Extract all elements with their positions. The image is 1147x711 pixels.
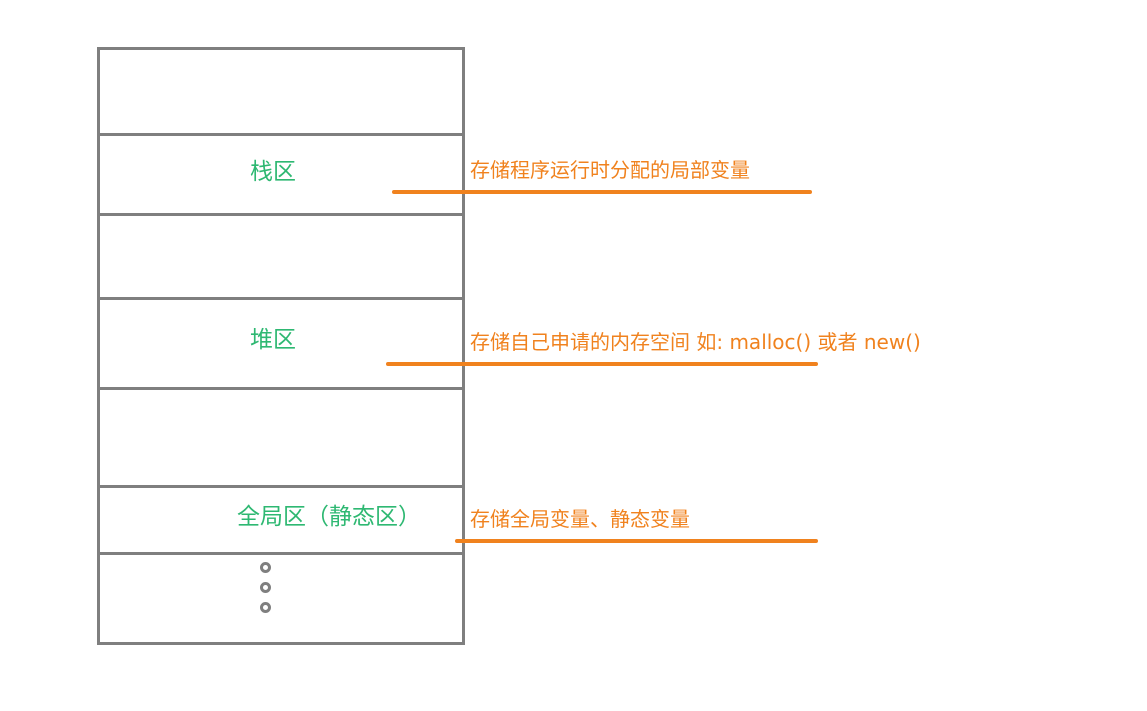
- ellipsis-dot: [260, 562, 271, 573]
- leader-line-heap: [386, 362, 818, 366]
- ellipsis-dot: [260, 602, 271, 613]
- region-label-stack: 栈区: [250, 159, 296, 185]
- region-divider-6: [97, 552, 465, 555]
- region-label-heap: 堆区: [250, 327, 296, 353]
- annotation-global-static: 存储全局变量、静态变量: [470, 507, 690, 531]
- annotation-heap: 存储自己申请的内存空间 如: malloc() 或者 new(): [470, 330, 921, 354]
- ellipsis-dot: [260, 582, 271, 593]
- leader-line-stack: [392, 190, 812, 194]
- region-divider-2: [97, 213, 465, 216]
- region-divider-5: [97, 485, 465, 488]
- region-divider-3: [97, 297, 465, 300]
- region-divider-1: [97, 133, 465, 136]
- annotation-stack: 存储程序运行时分配的局部变量: [470, 158, 750, 182]
- memory-column: [97, 47, 465, 645]
- vertical-ellipsis-icon: [260, 562, 286, 613]
- region-label-global-static: 全局区（静态区）: [237, 504, 421, 530]
- leader-line-global: [455, 539, 818, 543]
- region-divider-4: [97, 387, 465, 390]
